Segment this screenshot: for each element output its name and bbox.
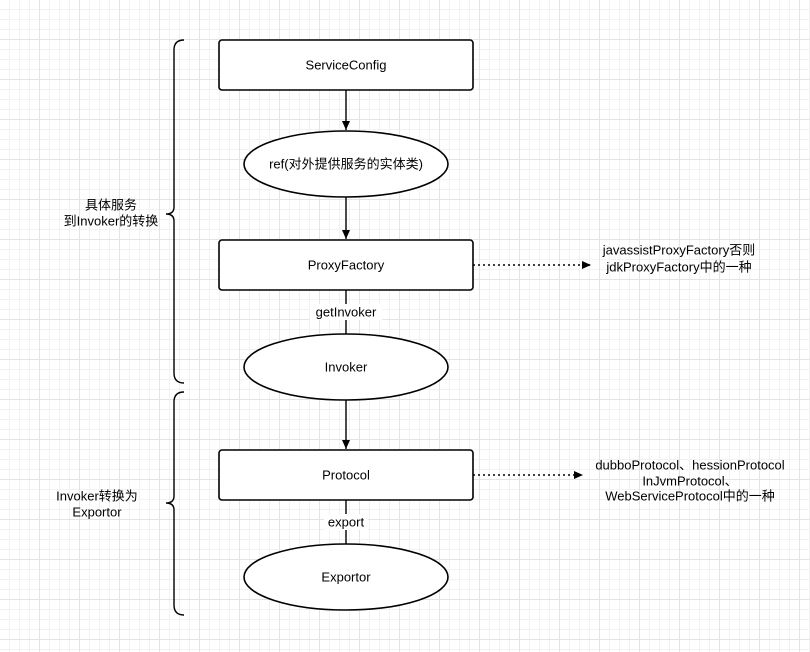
node-serviceconfig [218, 39, 474, 91]
note-protocol-line2: InJvmProtocol、 [642, 474, 737, 489]
node-invoker [243, 333, 449, 401]
node-exportor-label: Exportor [321, 570, 371, 585]
edge-label-bg-getinvoker [310, 304, 382, 320]
node-proxyfactory [218, 239, 474, 291]
node-invoker-label: Invoker [325, 360, 368, 375]
node-exportor [243, 543, 449, 611]
edge-label-export: export [328, 515, 365, 530]
node-ref-label: ref(对外提供服务的实体类) [269, 157, 423, 172]
node-ref [243, 130, 449, 198]
edge-label-bg-export [324, 514, 368, 530]
node-serviceconfig-label: ServiceConfig [306, 58, 387, 73]
brace-label-service-line2: 到Invoker的转换 [64, 214, 159, 229]
note-proxyfactory-line1: javassistProxyFactory否则 [602, 243, 755, 258]
brace-invoker-to-exportor [165, 391, 185, 616]
note-proxyfactory-line2: jdkProxyFactory中的一种 [605, 260, 751, 275]
brace-label-service-line1: 具体服务 [85, 198, 137, 213]
node-proxyfactory-label: ProxyFactory [308, 258, 385, 273]
brace-label-invoker-line1: Invoker转换为 [56, 489, 138, 504]
note-protocol-line1: dubboProtocol、hessionProtocol [595, 458, 784, 473]
note-protocol-line3: WebServiceProtocol中的一种 [605, 489, 775, 504]
node-protocol [218, 449, 474, 501]
brace-label-invoker-line2: Exportor [72, 505, 122, 520]
node-protocol-label: Protocol [322, 468, 370, 483]
edge-label-getinvoker: getInvoker [316, 305, 377, 320]
brace-service-to-invoker [165, 39, 185, 384]
